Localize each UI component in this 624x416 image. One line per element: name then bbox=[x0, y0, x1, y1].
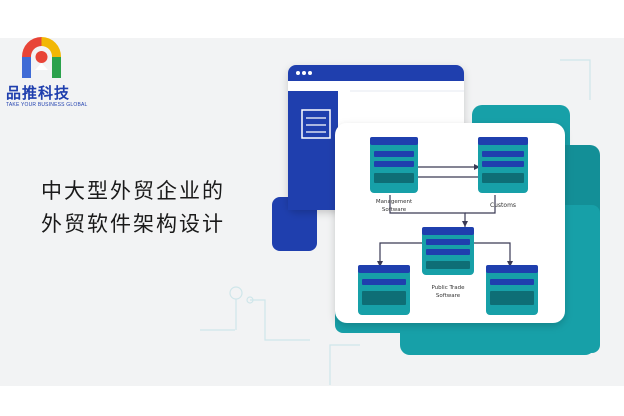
top-left-node: Management Software bbox=[370, 137, 418, 213]
brand-tagline: TAKE YOUR BUSINESS GLOBAL bbox=[6, 102, 88, 108]
customs-label: Customs bbox=[490, 202, 516, 209]
bottom-right-node bbox=[486, 265, 538, 315]
center-node: Public Trade Software bbox=[422, 227, 474, 299]
architecture-illustration: Management Software Customs Public Trade… bbox=[272, 65, 600, 355]
top-right-node: Customs bbox=[478, 137, 528, 209]
pintui-logo-icon bbox=[21, 37, 62, 78]
management-label-2: Software bbox=[382, 207, 407, 213]
public-trade-label-2: Software bbox=[436, 293, 461, 299]
diagram-connectors bbox=[379, 166, 511, 267]
bottom-left-node bbox=[358, 265, 410, 315]
brand-name: 品推科技 bbox=[6, 84, 71, 102]
headline: 中大型外贸企业的 外贸软件架构设计 bbox=[41, 175, 225, 241]
public-trade-label-1: Public Trade bbox=[431, 285, 465, 291]
headline-line-2: 外贸软件架构设计 bbox=[41, 212, 225, 236]
headline-line-1: 中大型外贸企业的 bbox=[41, 179, 225, 203]
management-label-1: Management bbox=[376, 199, 413, 205]
